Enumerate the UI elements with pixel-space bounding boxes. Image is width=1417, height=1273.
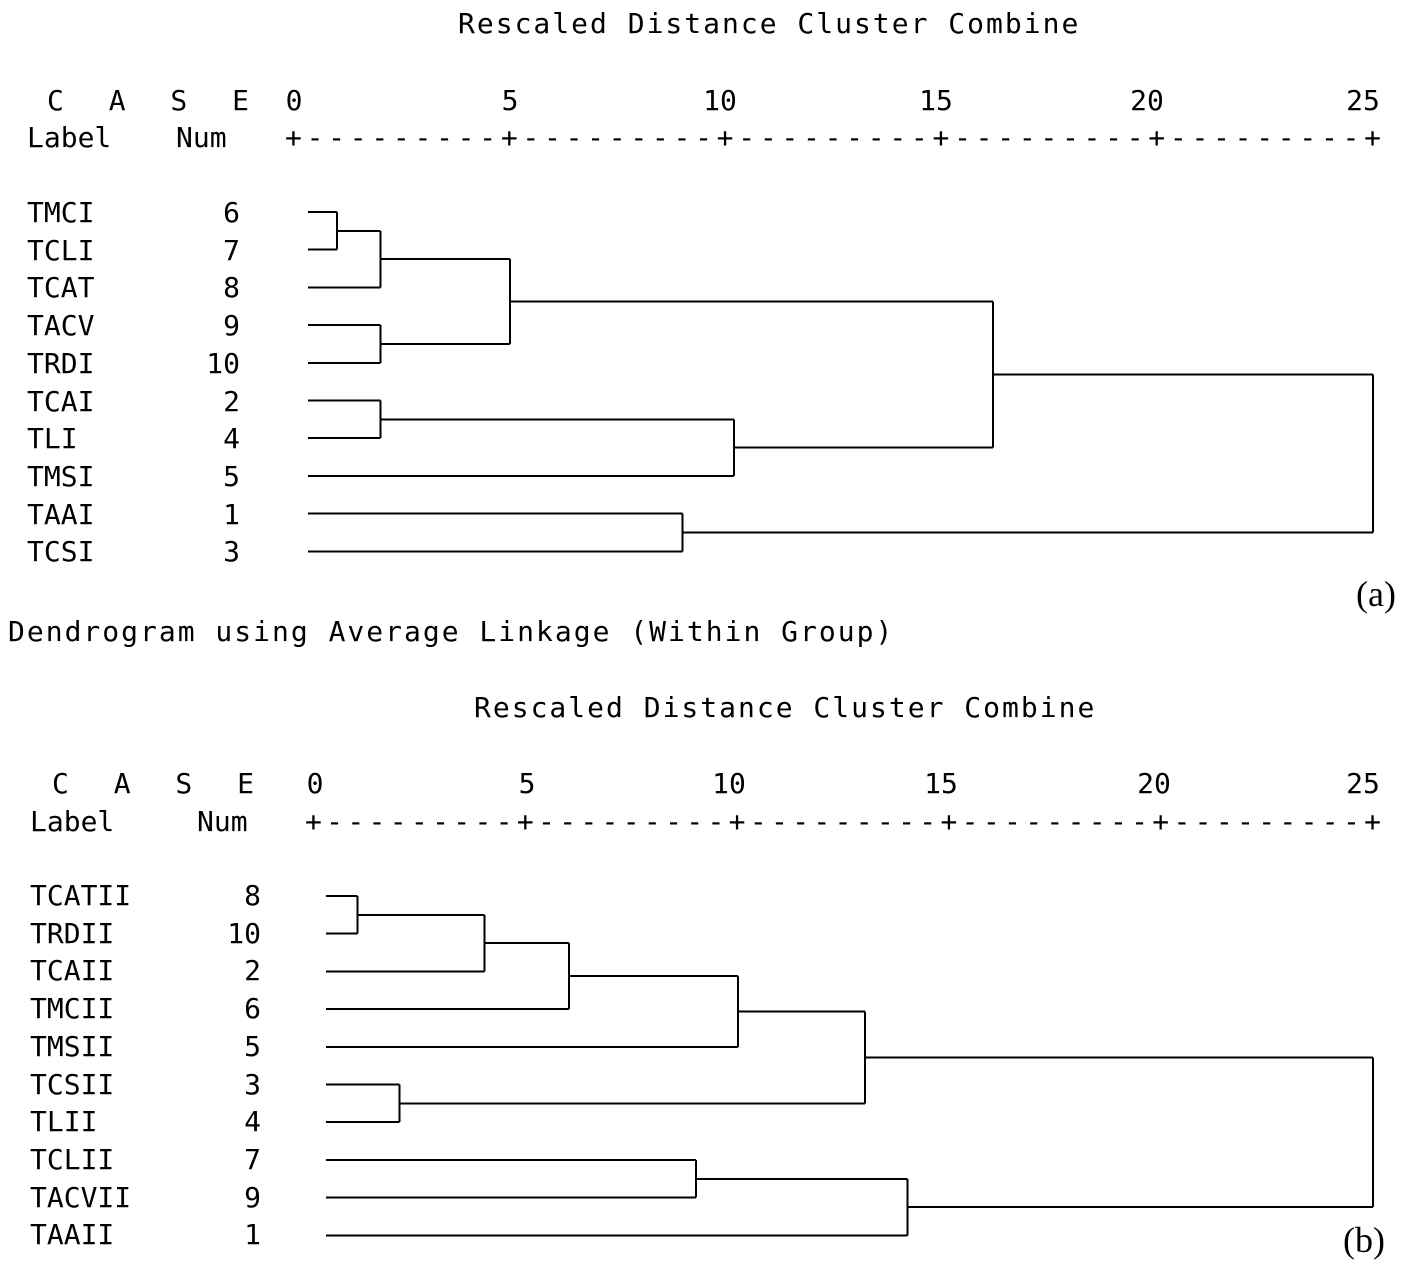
case-label: TCSII	[30, 1067, 115, 1101]
panel-a-tick-10: 10	[703, 84, 737, 117]
case-num: 1	[223, 497, 240, 531]
panel-b-tick-25: 25	[1346, 767, 1380, 800]
panel-b-tick-5: 5	[518, 767, 536, 800]
case-label: TCLII	[30, 1142, 115, 1176]
panel-b-axis-line: +---------+---------+---------+---------…	[305, 805, 1386, 838]
case-label: TCLI	[27, 233, 95, 267]
case-num: 2	[244, 954, 261, 988]
case-label: TCAI	[27, 384, 95, 418]
panel-b-tick-10: 10	[712, 767, 746, 800]
panel-a-num-header: Num	[176, 121, 227, 154]
dendrogram-caption: Dendrogram using Average Linkage (Within…	[8, 615, 895, 648]
panel-a-tick-0: 0	[285, 84, 303, 117]
case-num: 3	[223, 535, 240, 569]
case-num: 7	[244, 1142, 261, 1176]
case-num: 2	[223, 384, 240, 418]
panel-b-tick-0: 0	[306, 767, 324, 800]
panel-b-case-header: C A S E	[52, 767, 269, 800]
case-num: 5	[244, 1029, 261, 1063]
panel-a-tick-5: 5	[501, 84, 519, 117]
case-label: TMSI	[27, 459, 95, 493]
case-num: 5	[223, 459, 240, 493]
panel-b-heading: Rescaled Distance Cluster Combine	[474, 691, 1097, 724]
case-label: TMCII	[30, 992, 115, 1026]
panel-a-case-header: C A S E	[47, 84, 264, 117]
panel-a-label-header: Label	[27, 121, 112, 154]
case-num: 10	[227, 916, 261, 950]
panel-b-tag: (b)	[1343, 1220, 1385, 1260]
case-num: 4	[223, 422, 240, 456]
case-num: 9	[244, 1180, 261, 1214]
case-label: TRDI	[27, 346, 95, 380]
case-label: TMCI	[27, 196, 95, 229]
case-label: TACVII	[30, 1180, 132, 1214]
panel-a-axis-line: +---------+---------+---------+---------…	[285, 121, 1386, 154]
case-num: 8	[244, 879, 261, 912]
case-num: 9	[223, 309, 240, 343]
panel-a-tick-20: 20	[1130, 84, 1164, 117]
case-label: TMSII	[30, 1029, 115, 1063]
case-num: 3	[244, 1067, 261, 1101]
panel-a-tick-25: 25	[1346, 84, 1380, 117]
case-label: TCAII	[30, 954, 115, 988]
panel-a-tick-15: 15	[919, 84, 953, 117]
panel-b-label-header: Label	[30, 805, 115, 838]
case-label: TACV	[27, 309, 95, 343]
case-label: TRDII	[30, 916, 115, 950]
case-num: 6	[223, 196, 240, 229]
panel-b-tick-20: 20	[1137, 767, 1171, 800]
case-num: 10	[206, 346, 240, 380]
case-label: TCATII	[30, 879, 132, 912]
case-num: 6	[244, 992, 261, 1026]
case-label: TAAII	[30, 1218, 115, 1252]
case-num: 7	[223, 233, 240, 267]
case-num: 1	[244, 1218, 261, 1252]
case-label: TCSI	[27, 535, 95, 569]
case-num: 8	[223, 271, 240, 305]
panel-a-heading: Rescaled Distance Cluster Combine	[458, 7, 1081, 40]
case-label: TLII	[30, 1105, 98, 1139]
case-label: TLI	[27, 422, 78, 456]
panel-a-tag: (a)	[1356, 574, 1396, 614]
case-label: TCAT	[27, 271, 95, 305]
panel-b-tick-15: 15	[924, 767, 958, 800]
panel-b-num-header: Num	[197, 805, 248, 838]
case-label: TAAI	[27, 497, 95, 531]
case-num: 4	[244, 1105, 261, 1139]
